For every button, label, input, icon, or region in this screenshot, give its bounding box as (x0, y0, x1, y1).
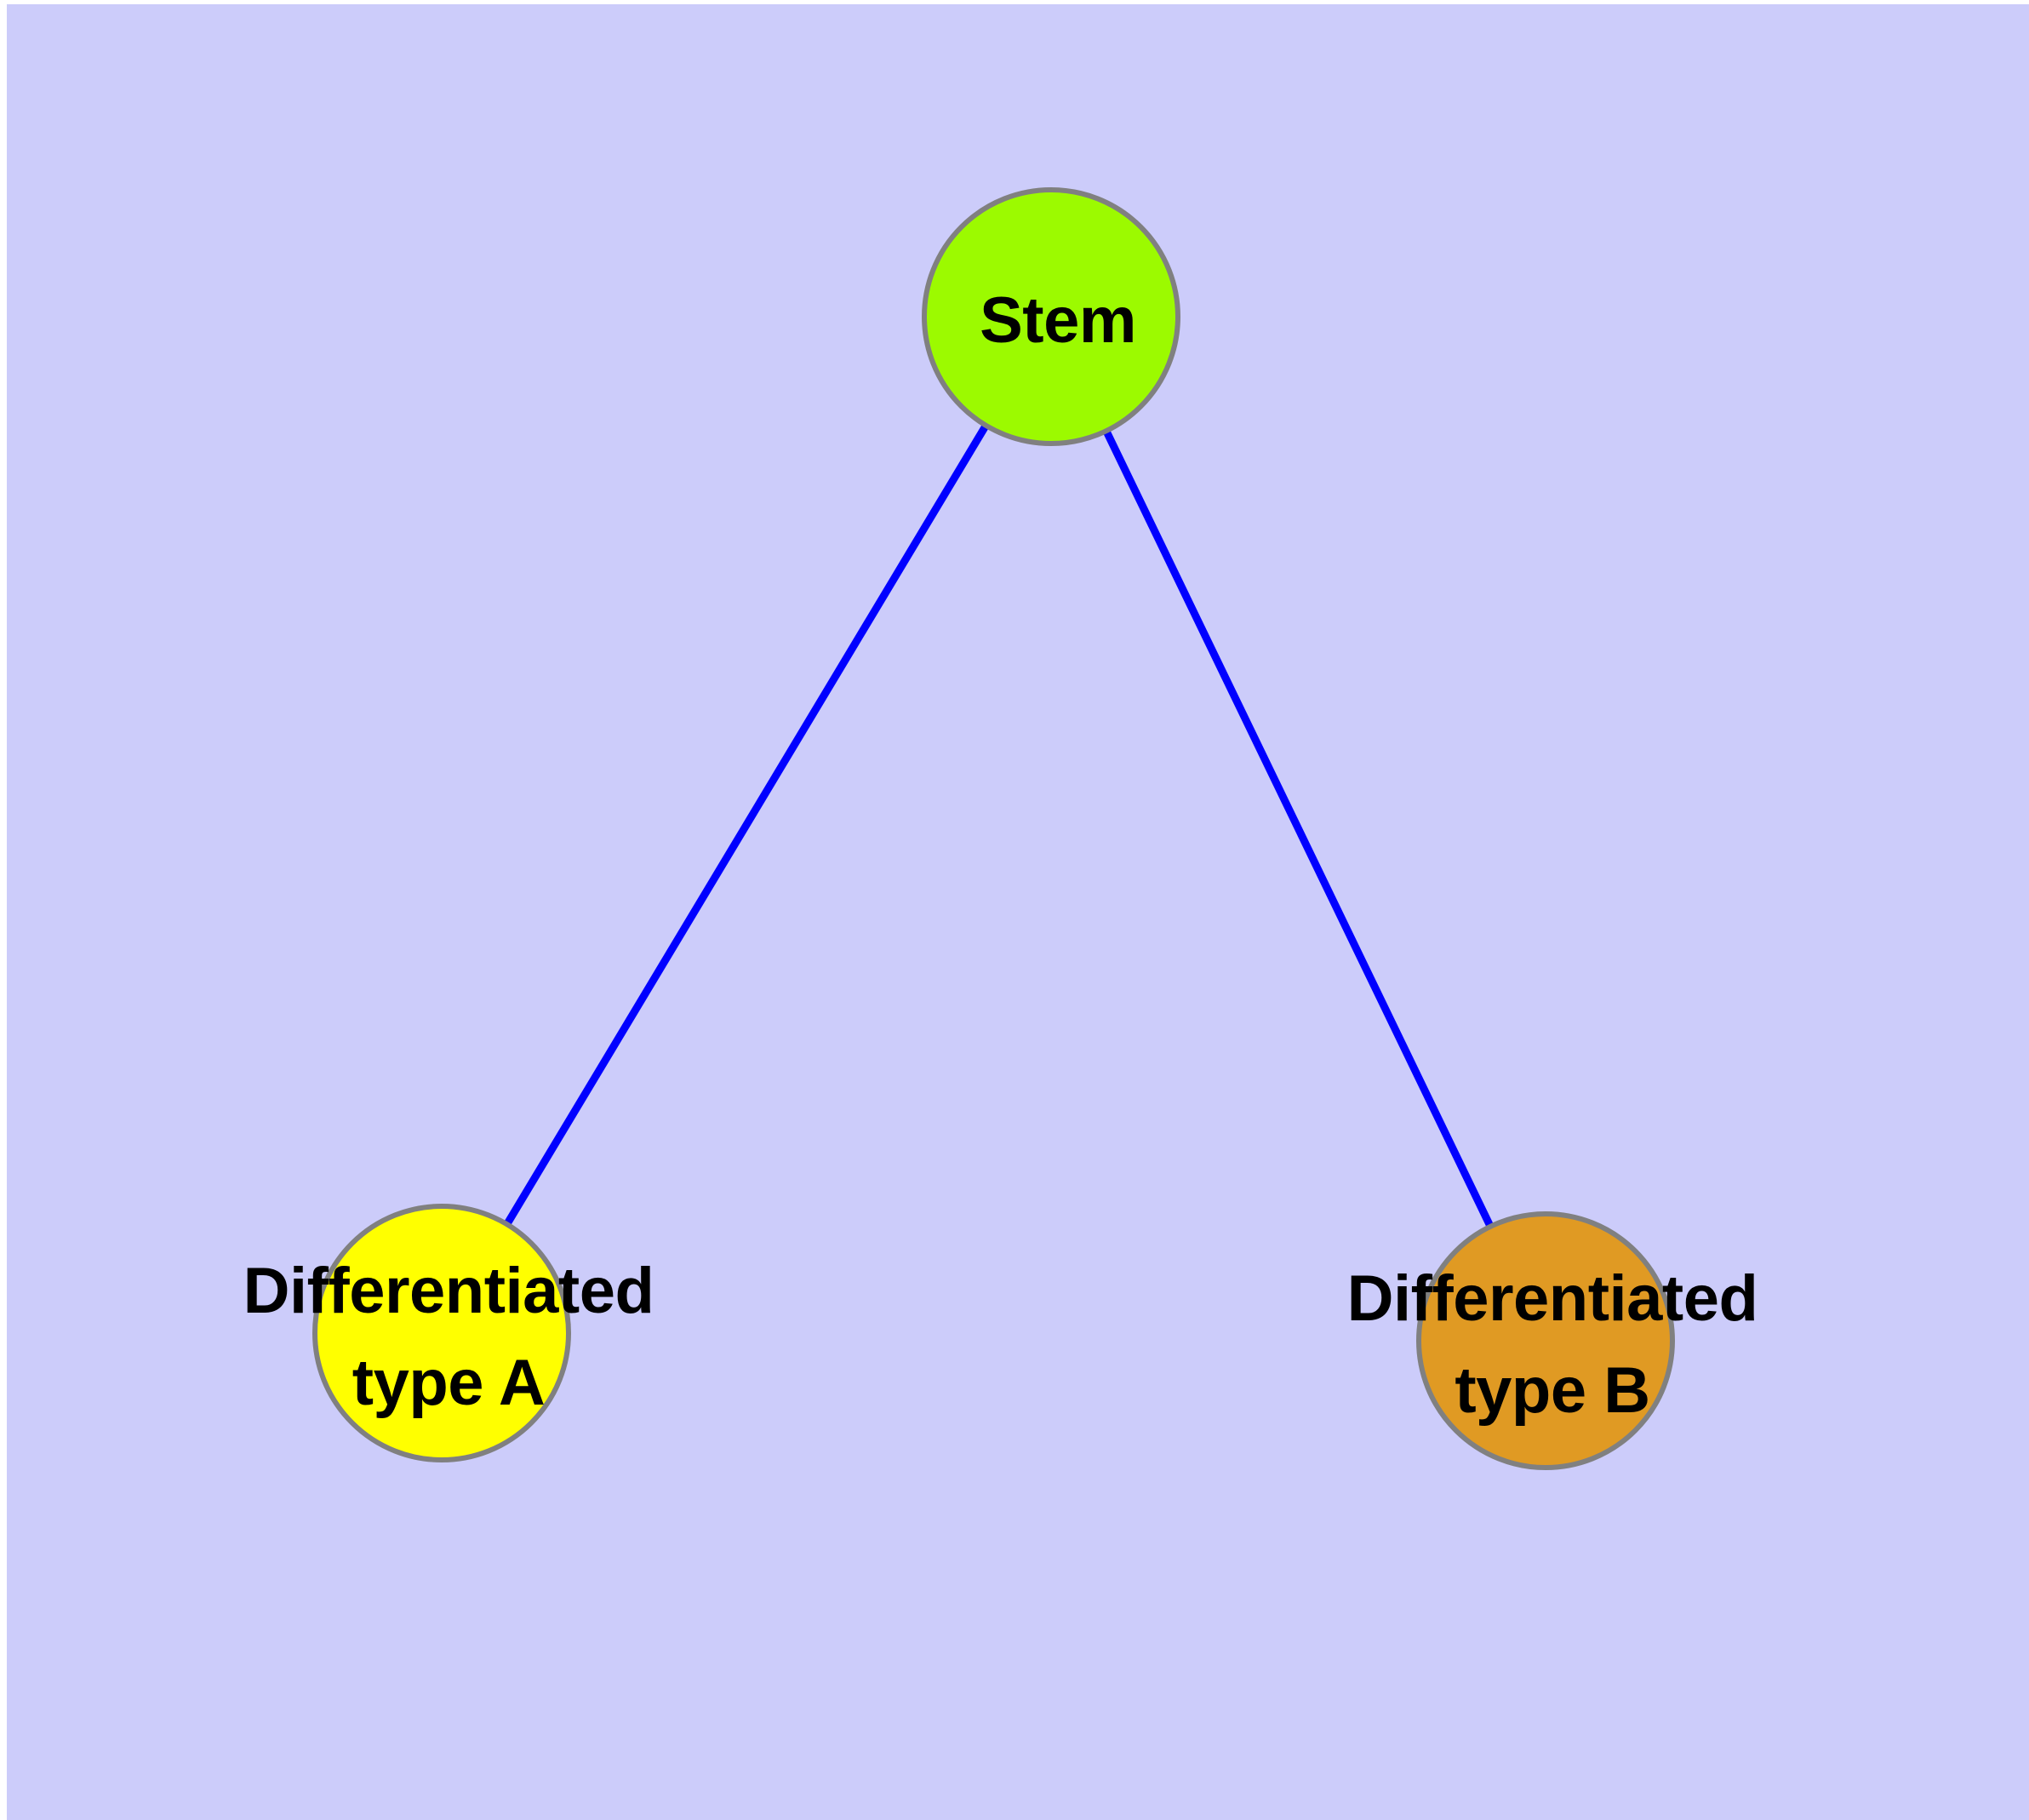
graph-node-diff_a[interactable] (312, 1204, 571, 1462)
graph-edge-stem-to-a (438, 314, 1055, 1336)
edge-layer (438, 314, 1550, 1342)
graph-edge-stem-to-b (1047, 315, 1550, 1342)
graph-node-stem[interactable] (922, 187, 1180, 446)
graph-node-diff_b[interactable] (1416, 1211, 1675, 1470)
node-layer (312, 187, 1675, 1470)
